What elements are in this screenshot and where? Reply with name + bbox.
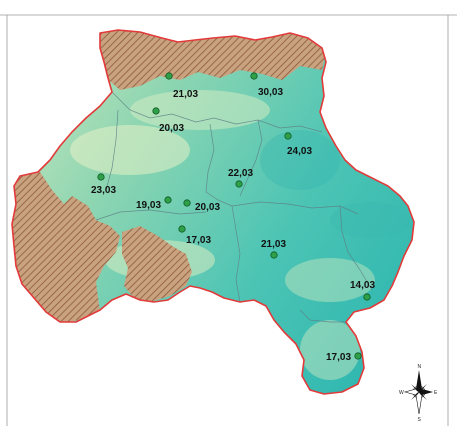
station-markers: 21,03 30,03 20,03 24,03 22,03 23,03 [91,72,375,363]
station-marker-5[interactable]: 22,03 [228,168,253,188]
station-marker-4[interactable]: 24,03 [284,132,313,157]
station-label-3: 20,03 [159,123,184,134]
hatched-area-west [12,172,120,326]
station-label-11: 14,03 [350,280,375,291]
station-marker-11[interactable]: 14,03 [350,280,375,301]
station-label-12: 17,03 [326,352,351,363]
station-label-2: 30,03 [258,87,283,98]
station-label-1: 21,03 [173,89,198,100]
district-boundaries [95,91,373,323]
region-border [11,29,415,395]
station-marker-9[interactable]: 17,03 [178,225,212,246]
hatched-area-center [122,226,192,302]
station-label-8: 20,03 [195,202,220,213]
station-marker-1[interactable]: 21,03 [165,72,199,100]
station-marker-7[interactable]: 19,03 [136,196,172,211]
station-marker-2[interactable]: 30,03 [250,72,284,98]
station-label-5: 22,03 [228,168,253,179]
station-label-10: 21,03 [261,239,286,250]
compass-east: E [434,390,438,396]
station-marker-10[interactable]: 21,03 [261,239,286,259]
compass-rose-icon: N S E W [399,364,438,423]
station-label-7: 19,03 [136,200,161,211]
station-marker-12[interactable]: 17,03 [326,352,362,363]
station-marker-8[interactable]: 20,03 [183,199,221,213]
station-label-6: 23,03 [91,185,116,196]
compass-south: S [418,417,422,423]
compass-west: W [399,390,404,396]
station-label-9: 17,03 [186,235,211,246]
compass-north: N [418,364,422,370]
hatched-area-north [95,30,330,90]
station-marker-3[interactable]: 20,03 [152,107,185,134]
station-marker-6[interactable]: 23,03 [91,173,116,196]
station-label-4: 24,03 [287,146,312,157]
